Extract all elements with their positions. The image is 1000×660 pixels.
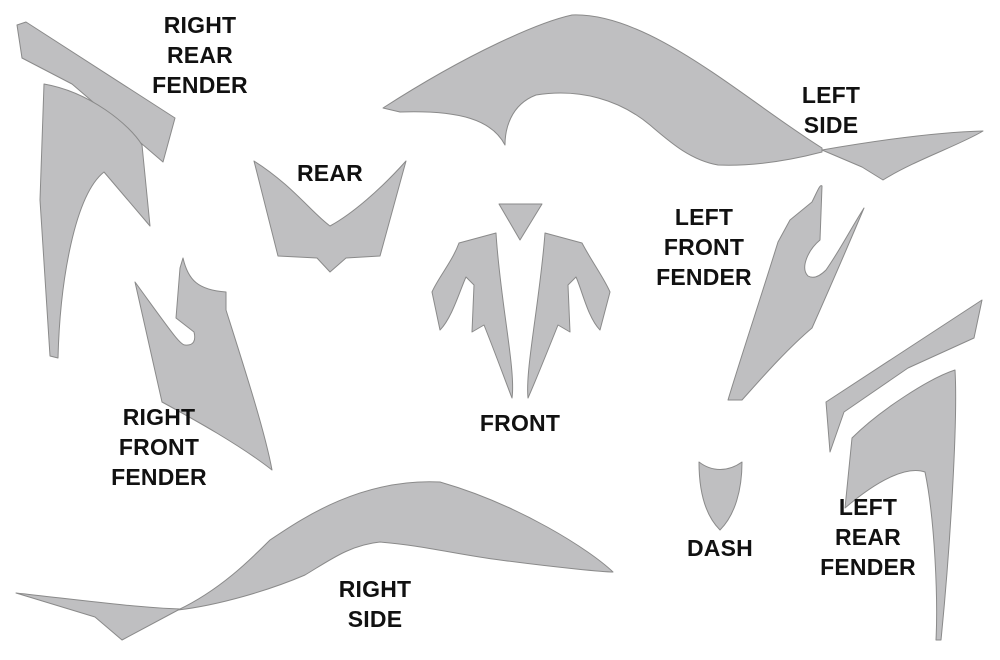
- left-rear-fender-label: LEFT REAR FENDER: [806, 492, 930, 582]
- label-line: RIGHT: [122, 404, 196, 430]
- rear-piece: [253, 160, 407, 273]
- front-label: FRONT: [468, 408, 572, 438]
- dash-piece: [698, 461, 743, 531]
- right-rear-fender-lower-piece: [39, 83, 151, 359]
- left-rear-fender-lower-piece: [844, 369, 957, 641]
- label-line: LEFT: [674, 204, 734, 230]
- label-line: FRONT: [663, 234, 745, 260]
- right-side-tail-piece: [15, 592, 181, 641]
- front-right-piece: [527, 232, 611, 399]
- right-rear-fender-upper-piece: [16, 21, 176, 163]
- label-line: SIDE: [347, 606, 403, 632]
- label-line: LEFT: [801, 82, 861, 108]
- label-line: FENDER: [820, 554, 916, 580]
- label-line: REAR: [297, 160, 363, 186]
- label-line: RIGHT: [338, 576, 412, 602]
- right-front-fender-label: RIGHT FRONT FENDER: [97, 402, 221, 492]
- dash-label: DASH: [674, 533, 766, 563]
- label-line: FENDER: [656, 264, 752, 290]
- right-side-label: RIGHT SIDE: [325, 574, 425, 634]
- label-line: FENDER: [111, 464, 207, 490]
- label-line: FRONT: [118, 434, 200, 460]
- label-line: FENDER: [152, 72, 248, 98]
- right-rear-fender-label: RIGHT REAR FENDER: [138, 10, 262, 100]
- label-line: FRONT: [479, 410, 561, 436]
- left-side-main-piece: [382, 14, 823, 166]
- label-line: RIGHT: [163, 12, 237, 38]
- left-side-label: LEFT SIDE: [786, 80, 876, 140]
- right-side-main-piece: [177, 481, 614, 611]
- left-side-tail-piece: [821, 130, 984, 181]
- label-line: REAR: [167, 42, 233, 68]
- rear-label: REAR: [285, 158, 375, 188]
- front-left-piece: [431, 232, 514, 399]
- right-front-fender-piece: [134, 257, 273, 471]
- label-line: REAR: [835, 524, 901, 550]
- label-line: LEFT: [838, 494, 898, 520]
- front-center-piece: [498, 203, 543, 241]
- left-front-fender-label: LEFT FRONT FENDER: [642, 202, 766, 292]
- label-line: DASH: [687, 535, 753, 561]
- left-rear-fender-upper-piece: [825, 299, 983, 453]
- label-line: SIDE: [803, 112, 859, 138]
- left-front-fender-piece: [727, 185, 865, 401]
